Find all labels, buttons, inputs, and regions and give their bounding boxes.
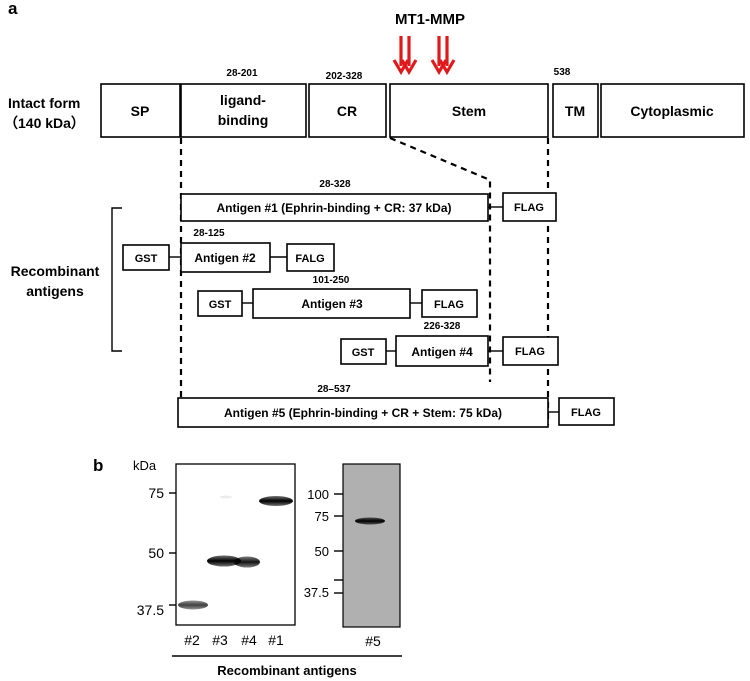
antigen-5-flag-box <box>558 397 615 426</box>
antigen-1-range: 28-328 <box>319 179 351 190</box>
blot-2-lane-5: #5 <box>365 633 381 649</box>
band-antigen-1 <box>259 496 293 506</box>
antigen-4-gst: GST <box>352 347 375 359</box>
antigen-5-label: Antigen #5 (Ephrin-binding + CR + Stem: … <box>224 406 502 420</box>
cleavage-arrows <box>392 36 456 76</box>
antigen-2-gst: GST <box>135 253 158 265</box>
blot-1-membrane <box>175 463 296 626</box>
range-ligand: 28-201 <box>226 68 258 79</box>
blot-2-marker-75: 75 <box>315 509 329 524</box>
antigen-4-flag: FLAG <box>515 346 545 358</box>
domain-cytoplasmic-label: Cytoplasmic <box>630 103 713 119</box>
antigen-2: 28-125 GST Antigen #2 FALG <box>122 228 335 273</box>
blot-1-lane-2: #2 <box>184 632 200 648</box>
antigen-4-box <box>395 335 489 367</box>
range-cr: 202-328 <box>326 71 363 82</box>
domain-ligand-label-2: binding <box>218 112 269 128</box>
antigen-5-flag: FLAG <box>571 407 601 419</box>
western-blot-1: kDa 75 50 37.5 #2 #3 #4 #1 Recombinant a… <box>133 458 402 678</box>
antigen-2-range: 28-125 <box>193 228 225 239</box>
mt1-mmp-label: MT1-MMP <box>395 11 465 28</box>
antigen-3-range: 101-250 <box>313 275 350 286</box>
antigen-5-box <box>177 397 549 428</box>
faint-band <box>220 495 232 499</box>
blot-1-marker-75: 75 <box>148 485 164 501</box>
antigen-2-tag: FALG <box>295 253 324 265</box>
antigen-1: 28-328 Antigen #1 (Ephrin-binding + CR: … <box>180 179 557 222</box>
band-antigen-5 <box>355 517 385 525</box>
band-antigen-2 <box>178 600 208 610</box>
recombinant-label-2: antigens <box>26 283 84 299</box>
domain-tm <box>552 83 599 138</box>
domain-sp-label: SP <box>131 103 150 119</box>
antigen-3-flag: FLAG <box>434 299 464 311</box>
domain-cr <box>308 83 387 138</box>
intact-form-label: Intact form <box>8 95 80 111</box>
antigen-5: 28–537 Antigen #5 (Ephrin-binding + CR +… <box>177 384 615 428</box>
antigen-4-range: 226-328 <box>424 321 461 332</box>
blot-1-lane-4: #4 <box>241 632 257 648</box>
antigen-2-label: Antigen #2 <box>194 251 256 265</box>
domain-tm-label: TM <box>565 103 585 119</box>
western-blot-2: 100 75 50 37.5 #5 <box>304 463 401 649</box>
antigen-5-range: 28–537 <box>317 384 351 395</box>
domain-stem <box>389 83 549 138</box>
blot-1-marker-50: 50 <box>148 545 164 561</box>
intact-form-domains: SP ligand- binding CR Stem TM Cytoplasmi… <box>100 83 745 138</box>
antigen-bracket <box>111 207 122 352</box>
domain-sp <box>100 83 181 138</box>
panel-a-label: a <box>8 0 18 18</box>
blot-2-marker-100: 100 <box>307 487 329 502</box>
antigen-4-gst-box <box>340 338 387 365</box>
antigen-4: 226-328 GST Antigen #4 FLAG <box>340 321 559 367</box>
domain-cytoplasmic <box>600 83 745 138</box>
recombinant-label-1: Recombinant <box>11 263 100 279</box>
antigen-4-label: Antigen #4 <box>411 345 473 359</box>
blot-2-membrane <box>342 463 401 628</box>
domain-stem-label: Stem <box>452 103 486 119</box>
blot-2-marker-50: 50 <box>315 544 329 559</box>
domain-ligand-label-1: ligand- <box>220 92 266 108</box>
antigen-1-flag: FLAG <box>514 202 544 214</box>
blot-1-lane-1: #1 <box>268 632 284 648</box>
intact-form-mass: （140 kDa） <box>4 115 85 131</box>
antigen-3-label: Antigen #3 <box>301 297 363 311</box>
domain-cr-label: CR <box>337 103 357 119</box>
antigen-1-label: Antigen #1 (Ephrin-binding + CR: 37 kDa) <box>216 201 451 215</box>
blot-1-unit: kDa <box>133 458 157 473</box>
cleavage-arrow-left <box>392 36 418 76</box>
blot-1-xlabel: Recombinant antigens <box>217 663 356 678</box>
band-antigen-3 <box>207 555 241 567</box>
antigen-4-flag-box <box>502 336 559 366</box>
antigen-3-gst: GST <box>209 299 232 311</box>
blot-1-lane-3: #3 <box>212 632 228 648</box>
antigen-1-box <box>180 193 489 222</box>
domain-ligand-binding <box>180 83 307 138</box>
blot-1-marker-37-5: 37.5 <box>137 602 164 618</box>
band-antigen-4 <box>234 556 260 568</box>
antigen-1-flag-box <box>502 192 557 222</box>
cleavage-arrow-right <box>430 36 456 76</box>
dashed-guides <box>179 136 550 425</box>
panel-b-label: b <box>93 456 103 475</box>
antigen-2-tag-box <box>286 243 335 272</box>
guide-stem-cleavage <box>389 136 492 382</box>
antigen-3-flag-box <box>421 289 478 318</box>
range-tm-start: 538 <box>554 67 571 78</box>
blot-2-marker-37-5: 37.5 <box>304 585 329 600</box>
antigen-3: 101-250 GST Antigen #3 FLAG <box>197 275 478 319</box>
